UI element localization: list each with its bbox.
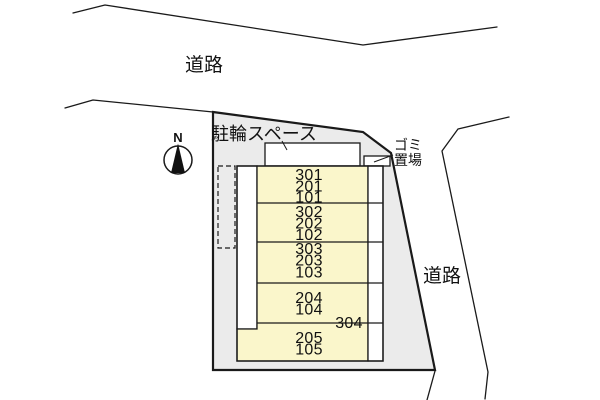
road-edge-top-inner [64, 99, 214, 113]
bicycle-parking-area [264, 142, 361, 167]
building [236, 165, 384, 362]
north-arrow-icon [171, 143, 185, 173]
building-corridor [236, 165, 258, 330]
bike-leader-line [281, 140, 288, 151]
unit-label: 105 [295, 342, 323, 359]
unit-label: 101 [295, 190, 323, 207]
dashed-area [217, 165, 236, 249]
road-edge-right-outer [441, 116, 510, 400]
unit-label-304: 304 [335, 315, 363, 332]
unit-label: 102 [295, 227, 323, 244]
bicycle-parking-label: 駐輪スペース [211, 124, 317, 144]
roads [64, 4, 510, 400]
road-label-top: 道路 [185, 54, 223, 76]
unit-label: 302 [295, 204, 323, 221]
unit-label: 205 [295, 330, 323, 347]
unit-label: 202 [295, 216, 323, 233]
unit-label: 103 [295, 265, 323, 282]
road-edge-right-lower [426, 370, 436, 400]
garbage-label-line2: 置場 [394, 152, 422, 168]
unit-label: 204 [295, 290, 323, 307]
compass: N [163, 130, 193, 175]
unit-label: 203 [295, 253, 323, 270]
garbage-leader-line [373, 154, 394, 163]
unit-label: 303 [295, 241, 323, 258]
unit-numbers: 301 201 101 302 202 102 303 203 103 204 … [295, 167, 363, 359]
road-edge-top-outer [72, 4, 498, 46]
garbage-label-line1: ゴミ [394, 137, 422, 153]
unit-label: 201 [295, 179, 323, 196]
unit-label: 104 [295, 302, 323, 319]
north-label: N [173, 130, 182, 145]
building-outline [236, 165, 384, 362]
unit-label: 301 [295, 167, 323, 184]
building-right-strip [367, 165, 384, 362]
road-label-right: 道路 [423, 265, 461, 287]
